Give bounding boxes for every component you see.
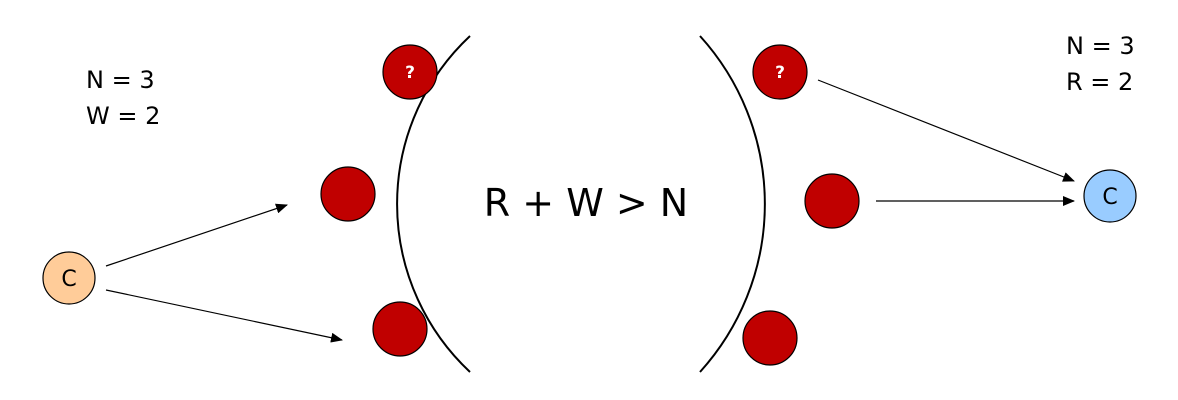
write-param-n: N = 3 (86, 66, 155, 94)
read-replica-top: ? (752, 44, 808, 100)
read-replica-top-label: ? (775, 63, 785, 83)
write-arrow-to-bottom-replica (105, 289, 343, 343)
write-replica-top-label: ? (405, 63, 415, 83)
quorum-formula: R + W > N (484, 181, 688, 225)
read-ring-arc (699, 35, 766, 373)
write-replica-bottom (372, 301, 428, 357)
write-client-node: C (42, 251, 96, 305)
write-client-label: C (61, 267, 76, 292)
read-param-n: N = 3 (1066, 32, 1135, 60)
write-param-w: W = 2 (86, 102, 160, 130)
write-arrow-to-middle-replica (105, 203, 288, 267)
read-client-label: C (1102, 185, 1117, 210)
read-arrow-from-top-replica (817, 79, 1075, 182)
write-replica-top: ? (382, 44, 438, 100)
read-param-r: R = 2 (1066, 68, 1133, 96)
read-replica-bottom (742, 310, 798, 366)
read-replica-middle (804, 173, 860, 229)
write-replica-middle (320, 166, 376, 222)
read-client-node: C (1083, 169, 1137, 223)
